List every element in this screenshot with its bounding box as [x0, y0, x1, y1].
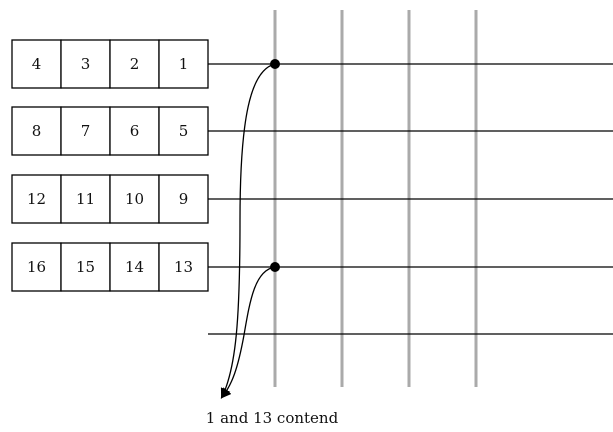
cell	[60, 106, 111, 156]
cell	[158, 174, 209, 224]
cell-row-2: 8 7 6 5	[11, 106, 209, 156]
contention-point-1	[270, 59, 280, 69]
cell-label: 13	[174, 258, 193, 276]
cell-label: 16	[27, 258, 46, 276]
cell	[11, 242, 62, 292]
contention-point-13	[270, 262, 280, 272]
cell-label: 15	[76, 258, 95, 276]
cell-label: 7	[81, 122, 91, 140]
cell	[158, 242, 209, 292]
cell-label: 1	[179, 55, 189, 73]
cell-label: 11	[76, 190, 95, 208]
contention-arrow-from-1	[220, 63, 276, 399]
cell-label: 4	[32, 55, 42, 73]
cell-row-3: 12 11 10 9	[11, 174, 209, 224]
cell	[109, 174, 160, 224]
diagram-caption: 1 and 13 contend	[206, 409, 339, 427]
contention-curves	[220, 63, 276, 399]
cell	[11, 174, 62, 224]
cell	[60, 39, 111, 89]
contention-arrow-from-13	[220, 266, 276, 399]
cell-label: 14	[125, 258, 144, 276]
cell-row-1: 4 3 2 1	[11, 39, 209, 89]
cell-label: 12	[27, 190, 46, 208]
cell-label: 2	[130, 55, 140, 73]
cell-label: 9	[179, 190, 189, 208]
cell-label: 3	[81, 55, 91, 73]
cell-rows: 4 3 2 1 8 7 6 5 12 11 10 9	[11, 39, 209, 292]
cell-row-4: 16 15 14 13	[11, 242, 209, 292]
cell	[11, 106, 62, 156]
cell-label: 5	[179, 122, 189, 140]
cell-label: 10	[125, 190, 144, 208]
cell	[109, 242, 160, 292]
cell	[109, 39, 160, 89]
cell	[158, 39, 209, 89]
cell	[109, 106, 160, 156]
cell-label: 8	[32, 122, 42, 140]
cell-label: 6	[130, 122, 140, 140]
cell	[158, 106, 209, 156]
cell	[60, 174, 111, 224]
